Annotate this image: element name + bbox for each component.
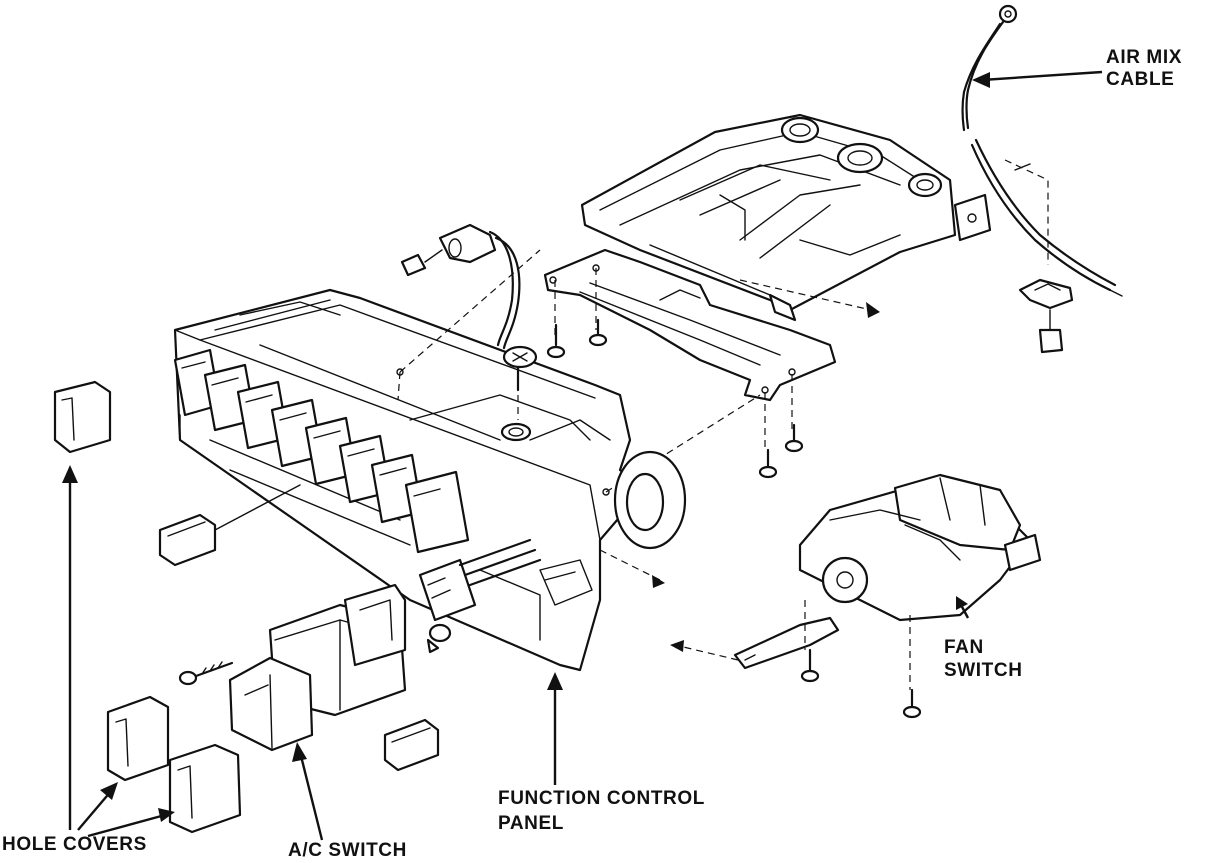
hole-cover <box>168 743 242 834</box>
hole-covers-label: HOLE COVERS <box>2 834 147 855</box>
ac-switch-screw <box>178 661 234 686</box>
bulb <box>426 623 452 654</box>
cable-clamp <box>1018 278 1074 354</box>
function-control-panel-label-line2: PANEL <box>498 813 564 834</box>
air-mix-cable-label-line1: AIR MIX <box>1106 47 1182 68</box>
air-mix-cable-leader <box>972 70 1103 88</box>
air-mix-cable-label-line2: CABLE <box>1106 69 1175 90</box>
ac-switch-leader <box>292 742 324 841</box>
air-mix-cable <box>961 4 1123 297</box>
knob-ring <box>613 450 687 550</box>
bracket-screw <box>784 423 804 453</box>
bracket-screw <box>758 448 778 479</box>
fan-switch-assembly <box>670 473 1042 690</box>
control-head-housing <box>580 113 992 322</box>
fan-switch-screw <box>800 648 820 683</box>
connector <box>418 538 542 622</box>
knob-cap <box>158 513 217 567</box>
bulb-socket <box>400 223 521 350</box>
function-control-panel-leader <box>547 672 563 785</box>
mounting-bracket <box>543 248 881 450</box>
hole-cover <box>53 380 112 454</box>
panel-button <box>404 470 470 554</box>
fan-switch-label-line2: SWITCH <box>944 660 1023 681</box>
fan-switch-label-line1: FAN <box>944 637 984 658</box>
function-control-panel-label-line1: FUNCTION CONTROL <box>498 788 705 809</box>
ac-switch-label: A/C SWITCH <box>288 840 407 861</box>
knob-cap-guide <box>214 484 301 531</box>
hole-cover <box>106 695 170 782</box>
fan-switch-screw <box>902 688 922 719</box>
hole-covers-leader <box>62 465 175 838</box>
ac-switch-assembly <box>228 583 407 752</box>
center-screw <box>502 345 538 420</box>
bracket-screw <box>588 318 608 347</box>
knob-cap <box>383 718 440 772</box>
bracket-screw <box>546 323 566 359</box>
fan-switch-leader <box>956 596 970 619</box>
